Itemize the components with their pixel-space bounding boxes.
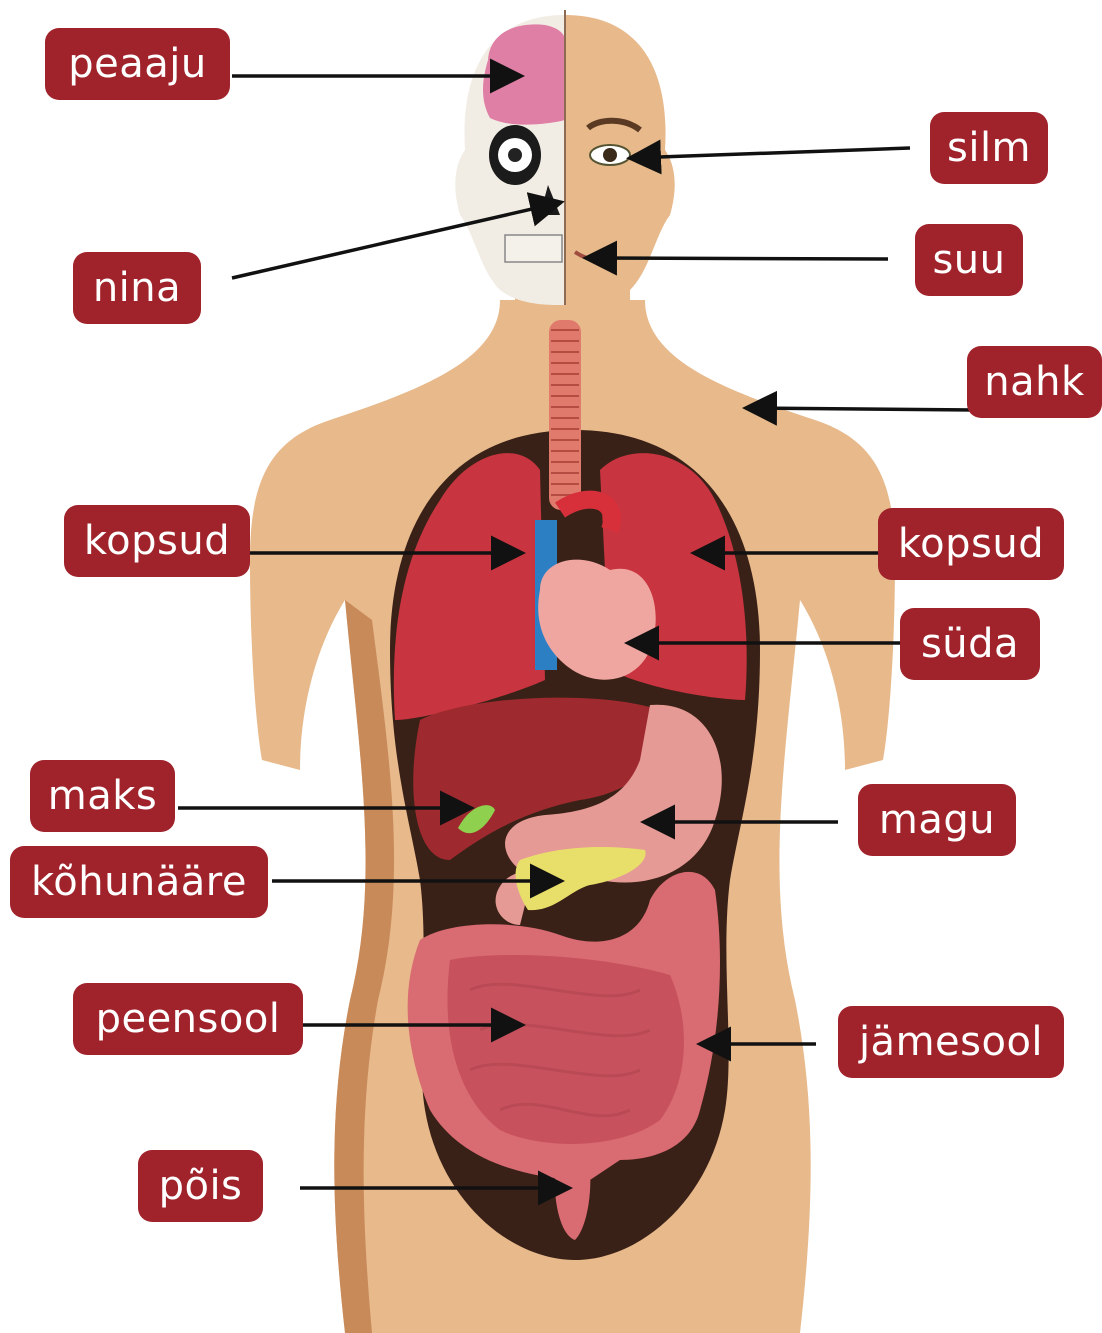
label-nose: nina: [73, 252, 201, 324]
label-lung-right: kopsud: [878, 508, 1064, 580]
label-heart: süda: [900, 608, 1040, 680]
label-liver: maks: [30, 760, 175, 832]
label-large-intestine: jämesool: [838, 1006, 1064, 1078]
label-skin: nahk: [967, 346, 1102, 418]
leader-line: [633, 148, 910, 158]
leader-line: [589, 258, 888, 259]
label-brain: peaaju: [45, 28, 230, 100]
label-bladder: põis: [138, 1150, 263, 1222]
label-pancreas: kõhunääre: [10, 846, 268, 918]
label-mouth: suu: [915, 224, 1023, 296]
leader-line: [749, 408, 975, 410]
label-stomach: magu: [858, 784, 1016, 856]
label-eye: silm: [930, 112, 1048, 184]
trachea: [549, 320, 581, 510]
label-lung-left: kopsud: [64, 505, 250, 577]
label-small-intestine: peensool: [73, 983, 303, 1055]
